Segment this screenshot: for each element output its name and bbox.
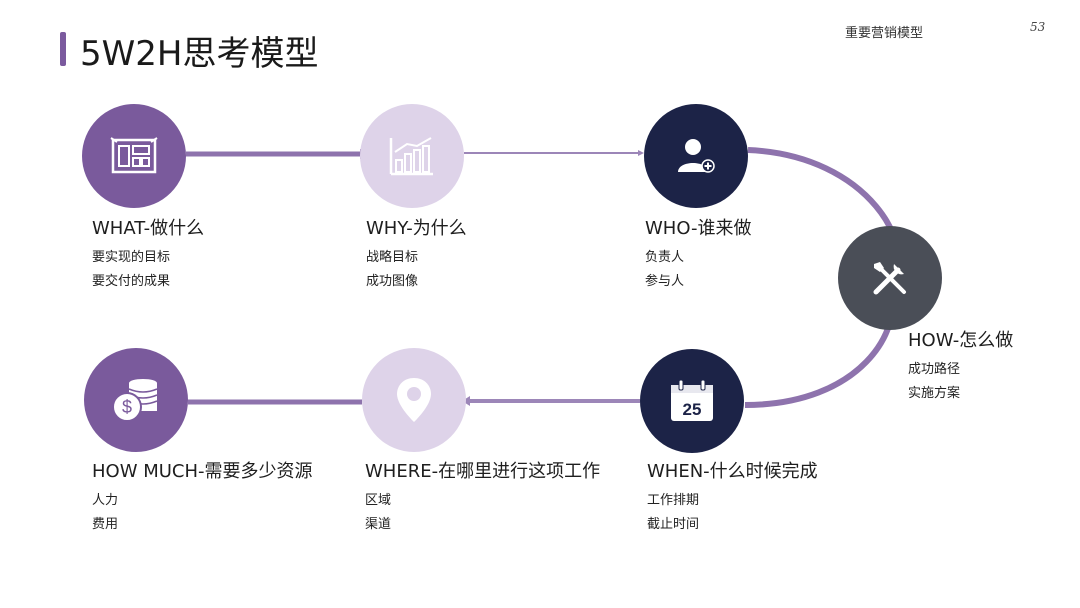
blueprint-icon bbox=[110, 137, 158, 174]
node-when: 25 bbox=[640, 349, 744, 453]
label-where: WHERE-在哪里进行这项工作 区域 渠道 bbox=[365, 461, 600, 537]
step-heading: WHERE-在哪里进行这项工作 bbox=[365, 461, 601, 482]
node-howmuch: $ bbox=[84, 348, 188, 452]
step-detail: 工作排期 bbox=[647, 493, 700, 508]
node-who bbox=[644, 104, 748, 208]
node-how bbox=[838, 226, 942, 330]
growth-chart-icon bbox=[389, 137, 433, 176]
tools-icon bbox=[873, 262, 906, 295]
step-detail: 成功路径 bbox=[908, 362, 961, 377]
step-detail: 实施方案 bbox=[908, 386, 961, 401]
svg-text:$: $ bbox=[122, 397, 132, 417]
step-detail: 成功图像 bbox=[366, 274, 419, 289]
step-detail: 要交付的成果 bbox=[92, 274, 171, 289]
label-why: WHY-为什么 战略目标 成功图像 bbox=[366, 218, 467, 294]
label-how: HOW-怎么做 成功路径 实施方案 bbox=[908, 330, 1013, 406]
node-why bbox=[360, 104, 464, 208]
calendar-day: 25 bbox=[683, 400, 702, 419]
step-detail: 区域 bbox=[365, 493, 392, 508]
step-heading: WHY-为什么 bbox=[366, 218, 467, 239]
step-heading: HOW MUCH-需要多少资源 bbox=[92, 461, 313, 482]
step-detail: 费用 bbox=[92, 517, 119, 532]
step-heading: WHO-谁来做 bbox=[645, 218, 752, 239]
title-accent-bar bbox=[60, 32, 66, 66]
location-pin-icon bbox=[397, 378, 431, 422]
node-what bbox=[82, 104, 186, 208]
step-detail: 截止时间 bbox=[647, 517, 700, 532]
step-heading: HOW-怎么做 bbox=[908, 330, 1014, 351]
add-user-icon bbox=[678, 139, 715, 173]
money-coins-icon: $ bbox=[112, 379, 158, 422]
arrow-when-where bbox=[462, 396, 470, 406]
label-what: WHAT-做什么 要实现的目标 要交付的成果 bbox=[92, 218, 204, 294]
label-when: WHEN-什么时候完成 工作排期 截止时间 bbox=[647, 461, 818, 537]
step-detail: 渠道 bbox=[365, 517, 392, 532]
page-title: 5W2H思考模型 bbox=[80, 34, 319, 74]
step-detail: 战略目标 bbox=[366, 250, 419, 265]
section-label: 重要营销模型 bbox=[845, 26, 924, 41]
step-detail: 要实现的目标 bbox=[92, 250, 171, 265]
node-where bbox=[362, 348, 466, 452]
step-heading: WHAT-做什么 bbox=[92, 218, 205, 239]
step-detail: 参与人 bbox=[645, 274, 685, 289]
calendar-icon: 25 bbox=[671, 379, 713, 421]
label-howmuch: HOW MUCH-需要多少资源 人力 费用 bbox=[92, 461, 313, 537]
arrow-why-who bbox=[638, 150, 644, 156]
step-heading: WHEN-什么时候完成 bbox=[647, 461, 818, 482]
page-number: 53 bbox=[1030, 20, 1046, 34]
label-who: WHO-谁来做 负责人 参与人 bbox=[645, 218, 752, 294]
step-detail: 负责人 bbox=[645, 250, 685, 265]
step-detail: 人力 bbox=[92, 493, 119, 508]
